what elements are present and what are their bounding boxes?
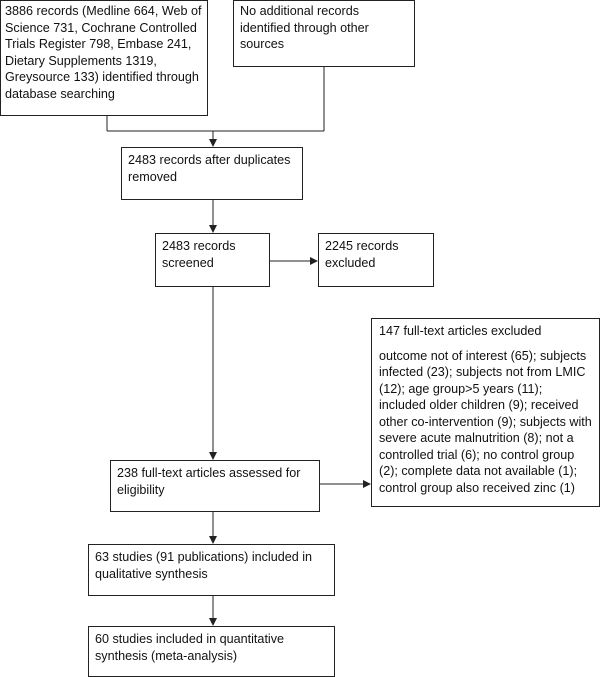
other-sources-box: No additional records identified through… xyxy=(233,0,415,67)
eligibility-text: 238 full-text articles assessed for elig… xyxy=(117,466,301,497)
duplicates-removed-text: 2483 records after duplicates removed xyxy=(128,153,291,184)
records-excluded-text: 2245 records excluded xyxy=(325,239,399,270)
records-screened-box: 2483 records screened xyxy=(155,233,270,287)
records-excluded-box: 2245 records excluded xyxy=(318,233,434,287)
qualitative-synthesis-text: 63 studies (91 publications) included in… xyxy=(95,550,313,581)
eligibility-box: 238 full-text articles assessed for elig… xyxy=(110,460,320,512)
records-screened-text: 2483 records screened xyxy=(162,239,236,270)
quantitative-synthesis-box: 60 studies included in quantitative synt… xyxy=(88,626,335,677)
database-records-text: 3886 records (Medline 664, Web of Scienc… xyxy=(5,4,202,101)
database-records-box: 3886 records (Medline 664, Web of Scienc… xyxy=(0,0,208,116)
fulltext-excluded-box: 147 full-text articles excluded outcome … xyxy=(371,318,600,507)
fulltext-excluded-reasons: outcome not of interest (65); subjects i… xyxy=(379,348,592,495)
fulltext-excluded-title: 147 full-text articles excluded xyxy=(379,324,542,338)
duplicates-removed-box: 2483 records after duplicates removed xyxy=(121,147,303,200)
other-sources-text: No additional records identified through… xyxy=(240,4,369,51)
qualitative-synthesis-box: 63 studies (91 publications) included in… xyxy=(88,544,335,596)
quantitative-synthesis-text: 60 studies included in quantitative synt… xyxy=(95,632,285,663)
